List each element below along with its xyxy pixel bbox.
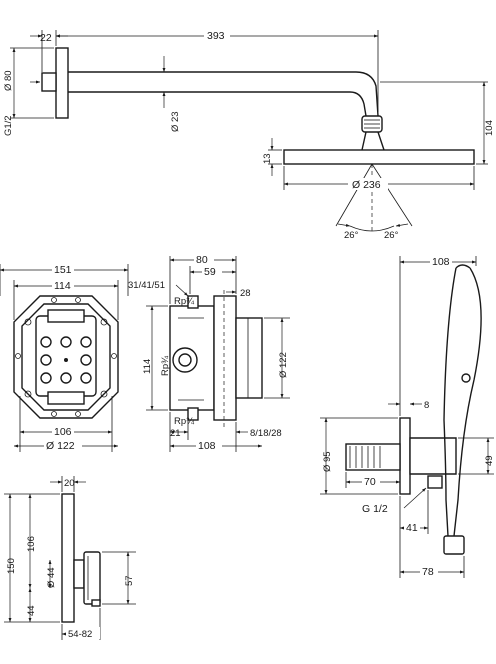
dim-hand-108: 108 <box>432 256 450 268</box>
thread-rp-bottom: Rp¾ <box>174 416 195 427</box>
thermostat-knob <box>83 551 101 605</box>
mounting-box-front-view: 151 114 106 Ø 122 <box>0 263 129 452</box>
dim-44-h: 44 <box>26 605 37 616</box>
angle-left: 26° <box>344 230 359 241</box>
box-cover <box>213 295 237 421</box>
mounting-box-side-view: 80 59 31/41/51 Rp¾ Rp¾ Rp¾ 28 114 Ø 122 … <box>128 253 290 452</box>
dim-104: 104 <box>484 120 495 136</box>
dim-49: 49 <box>484 455 495 466</box>
dim-54-82: 54-82 <box>68 629 92 640</box>
dim-80: 80 <box>196 254 208 266</box>
thread-g-half: G 1/2 <box>362 503 388 515</box>
dim-41: 41 <box>406 522 418 534</box>
dim-44-dia: Ø 44 <box>46 567 57 588</box>
shower-arm <box>68 71 379 117</box>
dim-flange-diameter: Ø 80 <box>3 70 14 91</box>
box-outline <box>13 295 119 419</box>
dim-31-41-51: 31/41/51 <box>128 280 165 291</box>
dim-box-108: 108 <box>198 440 216 452</box>
thread-rp-side: Rp¾ <box>160 355 171 376</box>
dim-22: 22 <box>40 32 52 44</box>
dim-20: 20 <box>64 478 75 489</box>
dim-8-18-28: 8/18/28 <box>250 428 282 439</box>
dim-28: 28 <box>240 288 251 299</box>
dim-393: 393 <box>207 30 225 42</box>
dim-21: 21 <box>170 428 181 439</box>
wall-outlet-plate <box>399 417 411 495</box>
thread-g12: G1/2 <box>3 115 14 136</box>
holder <box>409 437 457 475</box>
dim-106: 106 <box>54 426 72 438</box>
hand-shower-handle <box>453 267 482 537</box>
shower-head-view: 22 393 Ø 80 G1/2 Ø 23 104 13 Ø 236 <box>3 29 495 241</box>
wall-flange <box>55 47 69 119</box>
port-grid <box>40 336 92 384</box>
thermostat-side-view: 20 150 106 Ø 44 57 44 54-82 <box>4 476 136 640</box>
hose-end <box>443 535 465 555</box>
dim-114: 114 <box>54 280 71 292</box>
dim-base-diameter: Ø 122 <box>46 440 75 452</box>
dim-106-v: 106 <box>26 536 37 552</box>
thread-rp-top: Rp¾ <box>174 296 195 307</box>
dim-95: Ø 95 <box>322 451 333 472</box>
dim-head-diameter: Ø 236 <box>352 179 381 191</box>
dim-box-114: 114 <box>142 359 153 374</box>
dim-57: 57 <box>124 575 135 586</box>
dim-side-122: Ø 122 <box>278 352 289 378</box>
outlet-body <box>345 443 401 471</box>
dim-70: 70 <box>364 476 376 488</box>
dim-151: 151 <box>54 264 72 276</box>
dim-arm-diameter: Ø 23 <box>170 111 181 132</box>
dim-150: 150 <box>6 558 17 574</box>
dim-8: 8 <box>424 400 429 411</box>
shower-head-plate <box>283 149 475 165</box>
dim-13: 13 <box>262 153 273 164</box>
thermostat-plate <box>61 493 75 623</box>
hose-connector <box>427 475 443 489</box>
thread-connector <box>41 72 57 92</box>
angle-right: 26° <box>384 230 399 241</box>
hand-shower-view: 108 8 Ø 95 49 70 G 1/2 41 78 <box>320 255 495 578</box>
dim-59: 59 <box>204 266 216 278</box>
dim-78: 78 <box>422 566 434 578</box>
